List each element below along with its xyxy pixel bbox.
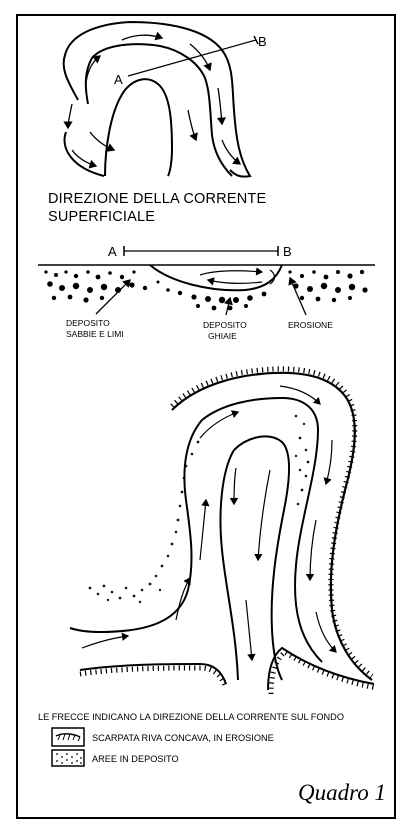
label-deposito-sabbie-1: DEPOSITO <box>66 318 110 328</box>
label-deposito-ghiaie-2: GHIAIE <box>208 331 237 341</box>
channel-bed <box>150 265 282 290</box>
surface-current-title-1: DIREZIONE DELLA CORRENTE <box>48 191 266 207</box>
meander-cusp <box>105 79 172 176</box>
section-b-label: B <box>283 244 292 259</box>
cross-section-diagram: A B DEPOSITO <box>38 244 375 341</box>
label-erosione: EROSIONE <box>288 320 333 330</box>
surface-meander-diagram: B A DIREZIONE DELLA CORRENTE SUPERFICIAL… <box>48 22 267 225</box>
meander-inner-bank <box>86 44 232 176</box>
point-a-label: A <box>114 72 123 87</box>
sediment-dots <box>44 270 367 311</box>
deposit-stipple <box>89 415 310 604</box>
point-b-label: B <box>258 34 267 49</box>
legend: SCARPATA RIVA CONCAVA, IN EROSIONE AREE … <box>52 728 274 766</box>
label-deposito-ghiaie-1: DEPOSITO <box>203 320 247 330</box>
legend-stipple-swatch <box>52 750 84 766</box>
bottom-current-caption: LE FRECCE INDICANO LA DIREZIONE DELLA CO… <box>38 712 344 722</box>
legend-scarp-label: SCARPATA RIVA CONCAVA, IN EROSIONE <box>92 733 274 743</box>
surface-current-title-2: SUPERFICIALE <box>48 209 155 225</box>
central-bar <box>234 436 289 680</box>
section-a-label: A <box>108 244 117 259</box>
bottom-meander-diagram: LE FRECCE INDICANO LA DIREZIONE DELLA CO… <box>38 369 377 722</box>
figure-number-label: Quadro 1 <box>298 780 386 805</box>
label-deposito-sabbie-2: SABBIE E LIMI <box>66 329 124 339</box>
legend-scarp-swatch <box>52 728 84 746</box>
left-outer-bank <box>70 420 202 632</box>
legend-stipple-label: AREE IN DEPOSITO <box>92 754 179 764</box>
